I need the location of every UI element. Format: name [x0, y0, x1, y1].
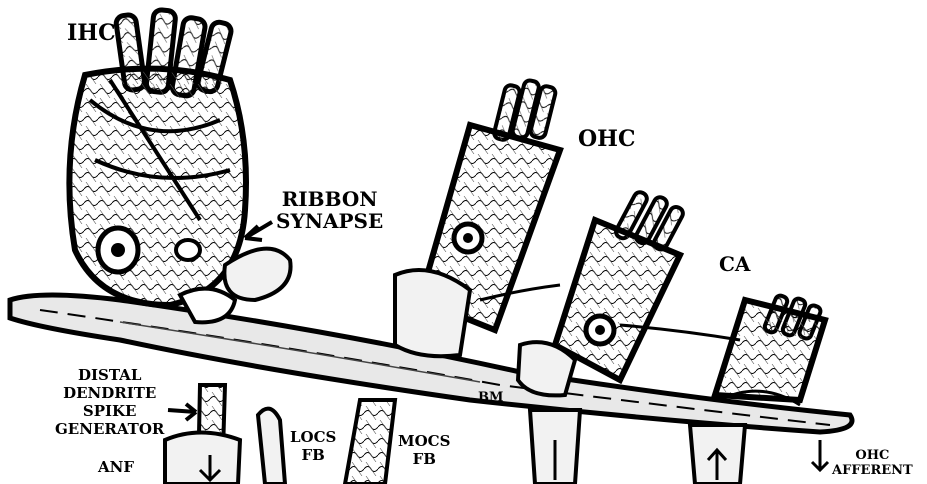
spike-generator-label-line-3: SPIKE — [55, 404, 164, 419]
ohc-afferent-label-line-2: AFFERENT — [832, 464, 913, 477]
locs-fb-label: LOCS FB — [290, 430, 336, 463]
mocs-fb-label-line-2: FB — [398, 452, 450, 467]
ribbon-synapse-label: RIBBON SYNAPSE — [276, 189, 383, 231]
ohc-afferent-label: OHC AFFERENT — [832, 449, 913, 477]
ribbon-synapse-arrow — [245, 222, 272, 240]
anf-label: ANF — [98, 460, 134, 475]
anf-fiber — [165, 385, 240, 484]
bm-label: BM — [478, 391, 503, 404]
spike-generator-label: DISTAL DENDRITE SPIKE GENERATOR — [55, 368, 164, 437]
ribbon-synapse-label-line-2: SYNAPSE — [276, 211, 383, 231]
spike-generator-arrow — [168, 404, 196, 420]
mocs-fb-label: MOCS FB — [398, 434, 450, 467]
ribbon-synapse-label-line-1: RIBBON — [276, 189, 383, 209]
ohc-afferent-label-line-1: OHC — [832, 449, 913, 462]
outer-hair-cell-2 — [518, 190, 685, 395]
ihc-label: IHC — [67, 22, 116, 44]
locs-fb-label-line-2: FB — [290, 448, 336, 463]
locs-fiber — [258, 409, 285, 484]
ohc-label: OHC — [578, 128, 635, 150]
spike-generator-label-line-2: DENDRITE — [55, 386, 164, 401]
mocs-fb-label-line-1: MOCS — [398, 434, 450, 449]
locs-fb-label-line-1: LOCS — [290, 430, 336, 445]
outer-hair-cell-3 — [715, 294, 825, 405]
mocs-fiber — [345, 400, 395, 484]
spike-generator-label-line-4: GENERATOR — [55, 422, 164, 437]
inner-hair-cell — [69, 69, 246, 305]
outer-hair-cell-1 — [395, 79, 560, 356]
spike-generator-label-line-1: DISTAL — [55, 368, 164, 383]
ca-label: CA — [719, 254, 750, 274]
